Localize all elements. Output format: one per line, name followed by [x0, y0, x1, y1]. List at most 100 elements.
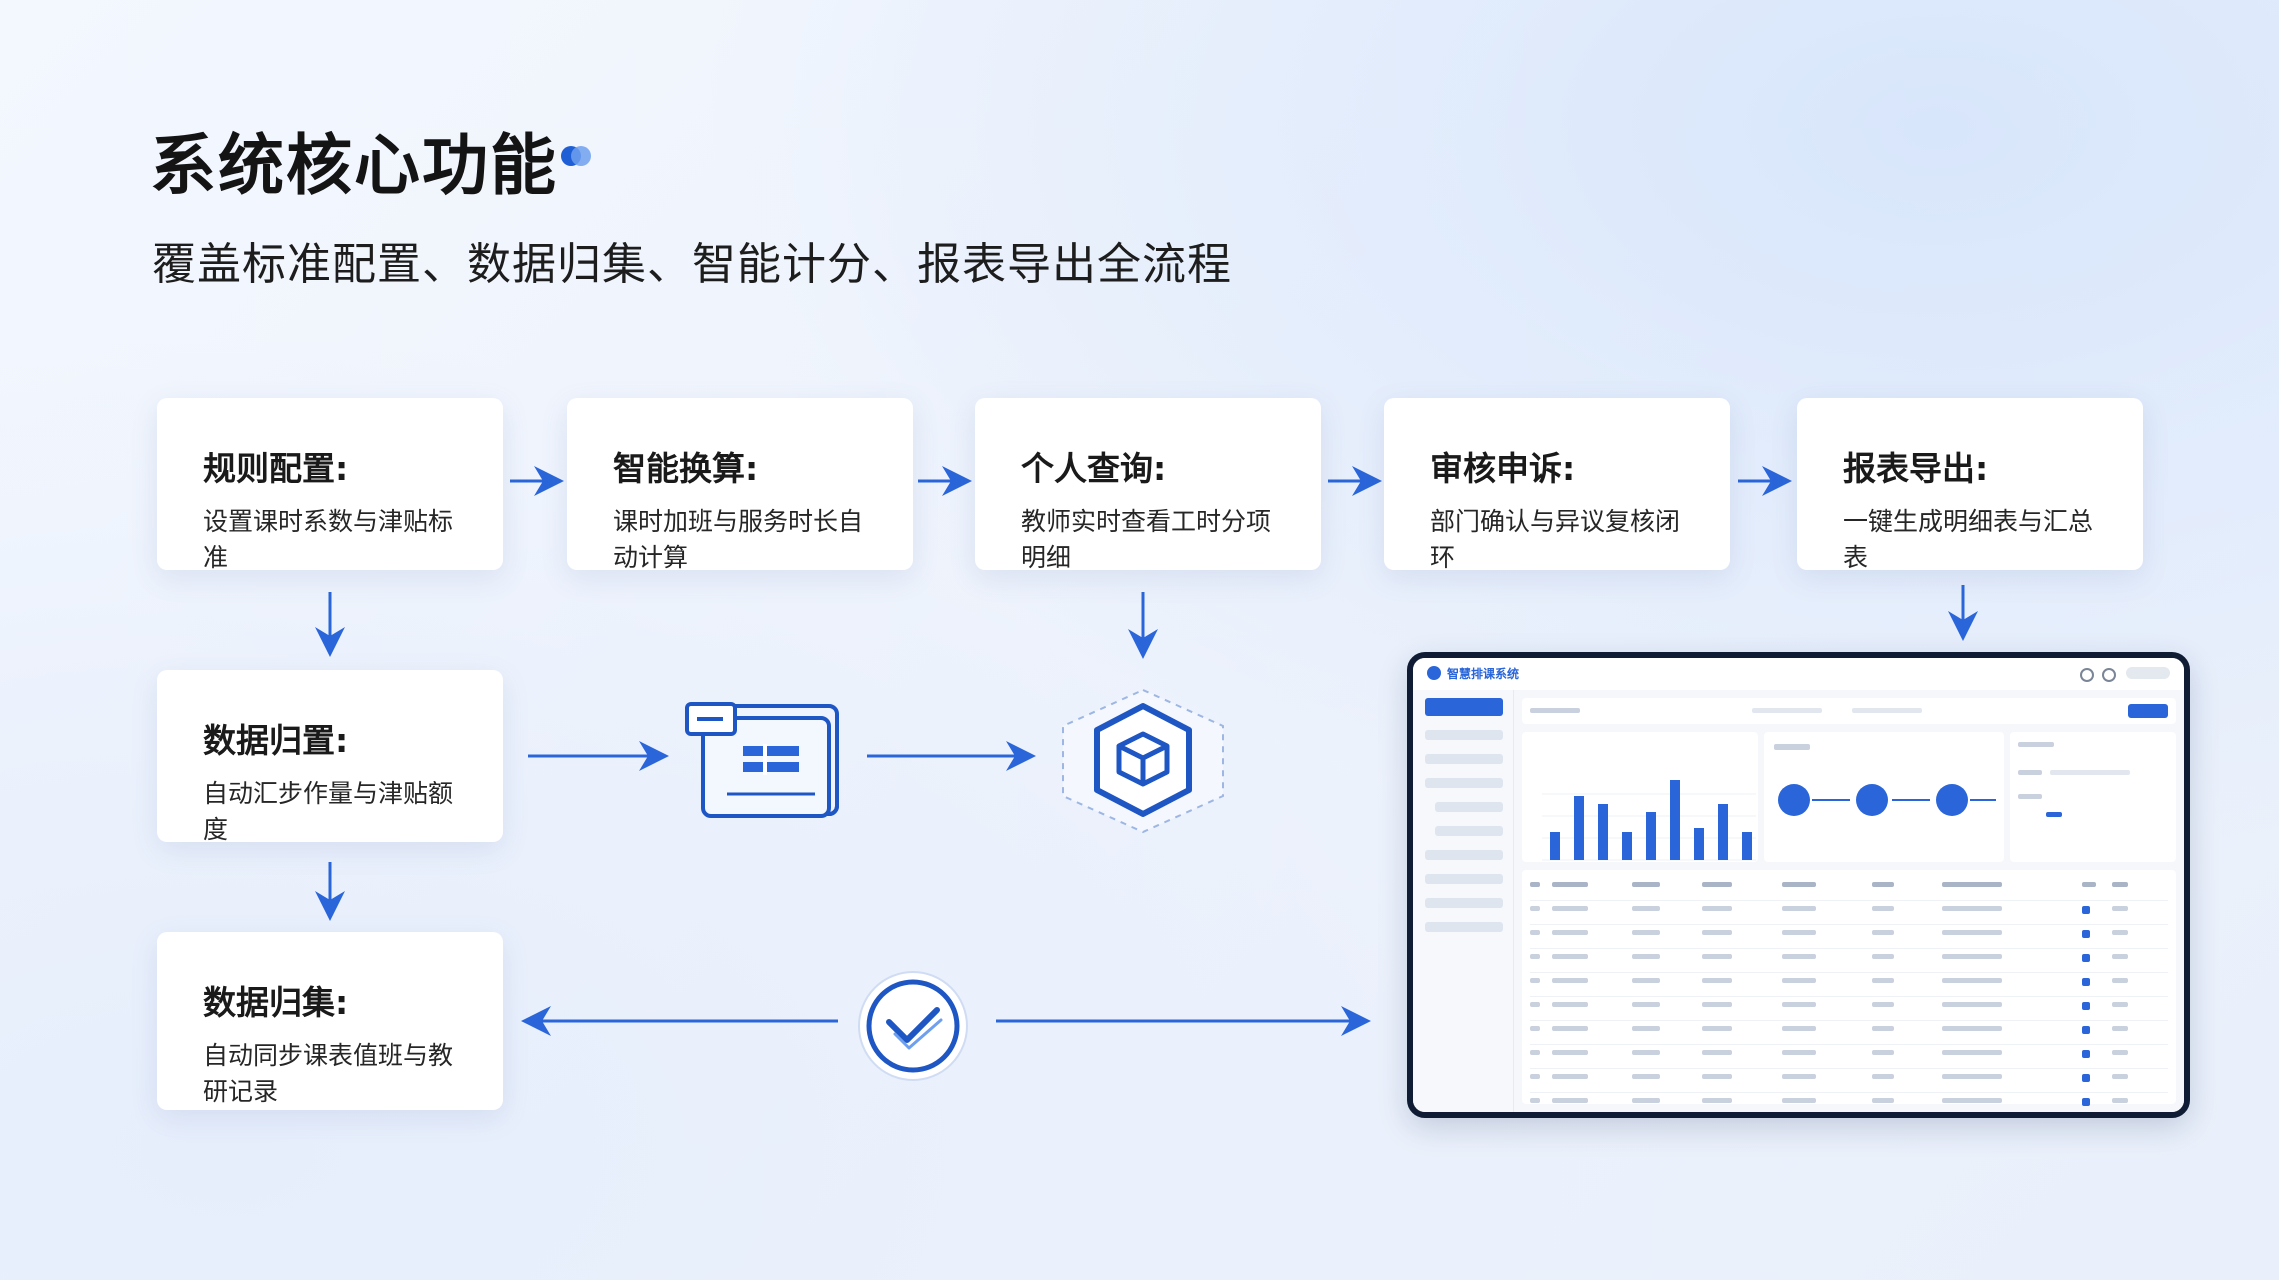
table-cell	[1782, 1026, 1816, 1031]
hexagon-cube-icon	[1062, 688, 1224, 834]
blue-dots-icon	[561, 146, 591, 166]
step-desc: 课时加班与服务时长自动计算	[613, 507, 864, 572]
table-cell	[1942, 978, 2002, 983]
sidebar-item	[1425, 754, 1503, 764]
table-row-divider	[1530, 948, 2168, 949]
table-cell	[1872, 1002, 1894, 1007]
table-header-cell	[2082, 882, 2096, 887]
table-cell	[1552, 954, 1588, 959]
step-card-data-collect: 数据归集: 自动同步课表值班与教研记录	[157, 932, 503, 1110]
process-panel	[1764, 732, 2004, 862]
step-desc: 部门确认与异议复核闭环	[1430, 507, 1681, 572]
chart-bar	[1646, 812, 1656, 860]
step-title: 数据归集:	[203, 983, 349, 1022]
table-cell	[1782, 906, 1816, 911]
sidebar-item	[1425, 898, 1503, 908]
table-cell	[1782, 978, 1816, 983]
table-cell	[1872, 906, 1894, 911]
table-cell	[1702, 978, 1732, 983]
user-avatar	[2126, 667, 2170, 679]
dashboard-topbar: 智慧排课系统	[1413, 658, 2184, 691]
step-card-review-appeal: 审核申诉: 部门确认与异议复核闭环	[1384, 398, 1730, 572]
dashboard-sidebar	[1413, 690, 1514, 1112]
chart-bar	[1622, 832, 1632, 860]
chart-bar	[1742, 832, 1752, 860]
sidebar-item	[1425, 778, 1503, 788]
table-header-cell	[1942, 882, 2002, 887]
table-cell	[1530, 930, 1540, 935]
step-desc: 教师实时查看工时分项明细	[1021, 507, 1272, 572]
table-cell	[1942, 954, 2002, 959]
field-label	[2018, 794, 2042, 799]
table-cell	[1552, 978, 1588, 983]
table-cell	[1702, 1002, 1732, 1007]
sidebar-item	[1435, 826, 1503, 836]
dashboard-filter-bar	[1522, 698, 2176, 724]
table-cell	[2112, 978, 2128, 983]
step-title: 规则配置:	[203, 449, 349, 488]
step-desc: 一键生成明细表与汇总表	[1843, 507, 2094, 572]
table-cell	[1632, 906, 1660, 911]
table-cell	[1702, 1098, 1732, 1103]
step-card-rule-config: 规则配置: 设置课时系数与津贴标准	[157, 398, 503, 572]
check-circle-icon	[858, 971, 968, 1081]
table-cell	[1552, 1002, 1588, 1007]
table-cell	[2112, 1098, 2128, 1103]
table-cell	[1632, 1002, 1660, 1007]
table-cell	[1702, 954, 1732, 959]
table-cell	[1632, 1050, 1660, 1055]
process-node	[1936, 784, 1968, 816]
field-toggle	[2046, 812, 2062, 817]
page-title: 系统核心功能	[150, 127, 558, 204]
table-cell	[1552, 1098, 1588, 1103]
table-cell	[2082, 954, 2090, 962]
table-row-divider	[1530, 1044, 2168, 1045]
bar-chart-panel	[1522, 732, 1758, 862]
chart-bar	[1574, 796, 1584, 860]
table-cell	[2082, 1074, 2090, 1082]
table-cell	[1872, 1026, 1894, 1031]
table-cell	[1632, 930, 1660, 935]
table-cell	[1552, 930, 1588, 935]
table-cell	[1702, 1050, 1732, 1055]
table-cell	[1530, 906, 1540, 911]
step-title: 个人查询:	[1021, 449, 1167, 488]
table-row-divider	[1530, 1068, 2168, 1069]
table-cell	[2112, 954, 2128, 959]
chart-bar	[1718, 804, 1728, 860]
filter-label	[1530, 708, 1580, 713]
table-cell	[1632, 1098, 1660, 1103]
table-cell	[2082, 906, 2090, 914]
table-cell	[1872, 930, 1894, 935]
table-row-divider	[1530, 924, 2168, 925]
table-cell	[2112, 906, 2128, 911]
step-card-report-export: 报表导出: 一键生成明细表与汇总表	[1797, 398, 2143, 572]
field-input	[2050, 770, 2130, 775]
step-title: 审核申诉:	[1430, 449, 1576, 488]
table-cell	[1872, 1098, 1894, 1103]
table-cell	[1702, 906, 1732, 911]
process-node	[1856, 784, 1888, 816]
table-cell	[2082, 930, 2090, 938]
table-cell	[1942, 1074, 2002, 1079]
table-cell	[1552, 1074, 1588, 1079]
document-card-icon	[685, 702, 839, 818]
table-cell	[1632, 1026, 1660, 1031]
table-row-divider	[1530, 900, 2168, 901]
table-cell	[1552, 1050, 1588, 1055]
table-cell	[1530, 1026, 1540, 1031]
table-cell	[2082, 1002, 2090, 1010]
table-cell	[2112, 1002, 2128, 1007]
bar-chart	[1542, 780, 1756, 861]
step-card-personal-query: 个人查询: 教师实时查看工时分项明细	[975, 398, 1321, 572]
bell-icon	[2080, 668, 2094, 682]
table-header-cell	[1782, 882, 1816, 887]
data-table	[1522, 870, 2176, 1106]
table-cell	[1782, 954, 1816, 959]
process-steps	[1774, 744, 1996, 816]
process-node	[1778, 784, 1810, 816]
table-cell	[1530, 978, 1540, 983]
app-logo-icon	[1427, 666, 1441, 680]
filter-field	[1852, 708, 1922, 713]
table-cell	[1552, 906, 1588, 911]
